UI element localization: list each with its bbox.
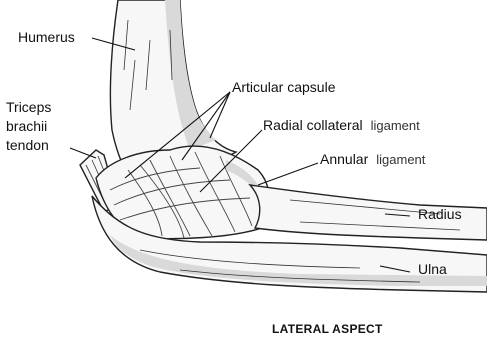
label-annular: Annular	[320, 151, 369, 167]
label-radial-collateral-ligament: Radial collateral ligament	[263, 117, 420, 134]
leader-annular	[258, 163, 318, 185]
label-triceps-line3: tendon	[6, 137, 49, 153]
label-triceps-line2: brachii	[6, 118, 47, 134]
label-ulna: Ulna	[418, 261, 447, 277]
label-annular-ligament: Annular ligament	[320, 151, 426, 168]
caption-lateral-aspect: LATERAL ASPECT	[272, 322, 383, 336]
label-articular-capsule: Articular capsule	[232, 79, 336, 95]
label-annular-suffix: ligament	[376, 152, 426, 167]
label-triceps-line1: Triceps	[6, 99, 51, 115]
label-humerus: Humerus	[18, 29, 75, 45]
label-radius: Radius	[418, 206, 462, 222]
leader-capsule-c	[210, 92, 230, 138]
label-radial-collateral: Radial collateral	[263, 117, 363, 133]
label-radial-collateral-suffix: ligament	[371, 118, 421, 133]
